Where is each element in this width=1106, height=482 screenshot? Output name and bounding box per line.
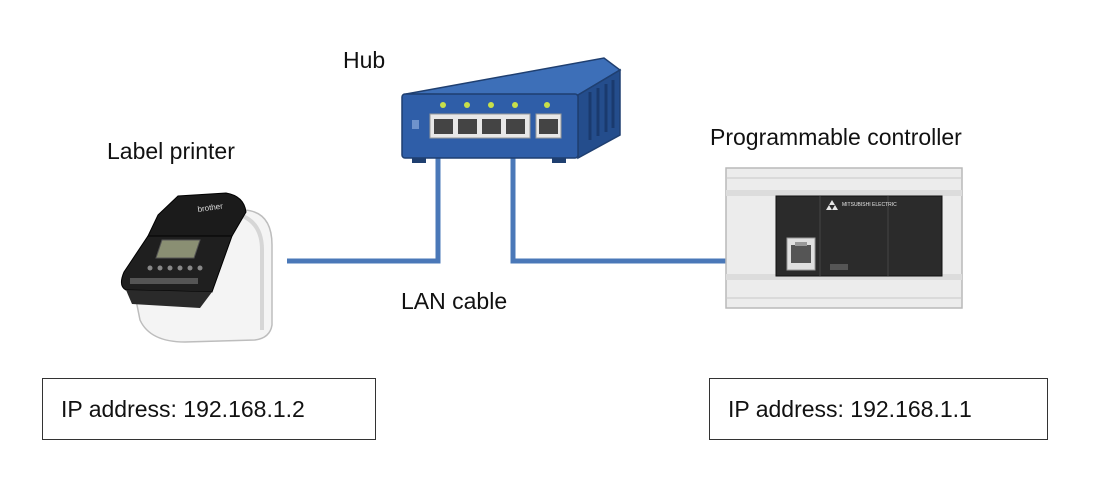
programmable-controller-device: MITSUBISHI ELECTRIC: [725, 167, 963, 309]
printer-brand-text: brother: [197, 201, 224, 213]
hub-status-leds: [440, 102, 550, 108]
lan-cables: [287, 130, 796, 264]
programmable-controller-label: Programmable controller: [710, 124, 962, 150]
printer-ip-box: IP address: 192.168.1.2: [42, 378, 376, 440]
label-printer-label: Label printer: [107, 138, 235, 164]
cable-printer-to-hub: [287, 130, 441, 264]
controller-brand-text: MITSUBISHI ELECTRIC: [842, 202, 897, 208]
cable-hub-to-controller: [510, 130, 796, 264]
lan-cable-label: LAN cable: [401, 288, 508, 314]
printer-ip-text: IP address: 192.168.1.2: [61, 395, 305, 422]
label-printer-device: brother: [120, 192, 273, 343]
hub-ports: [434, 119, 525, 134]
hub-device: [401, 57, 622, 163]
controller-ip-box: IP address: 192.168.1.1: [709, 378, 1048, 440]
controller-ip-text: IP address: 192.168.1.1: [728, 395, 972, 422]
mitsubishi-logo: [826, 200, 838, 210]
hub-label: Hub: [343, 47, 386, 73]
